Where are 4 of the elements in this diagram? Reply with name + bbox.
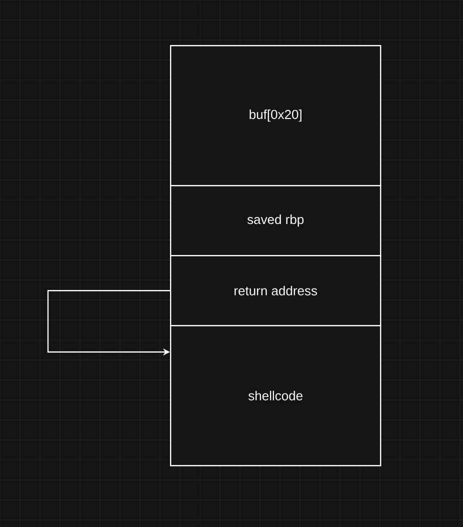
stack-cell: return address: [170, 255, 382, 326]
stack-cell: shellcode: [170, 325, 382, 466]
stack-cell: buf[0x20]: [170, 45, 382, 186]
stack-cell: saved rbp: [170, 185, 382, 256]
